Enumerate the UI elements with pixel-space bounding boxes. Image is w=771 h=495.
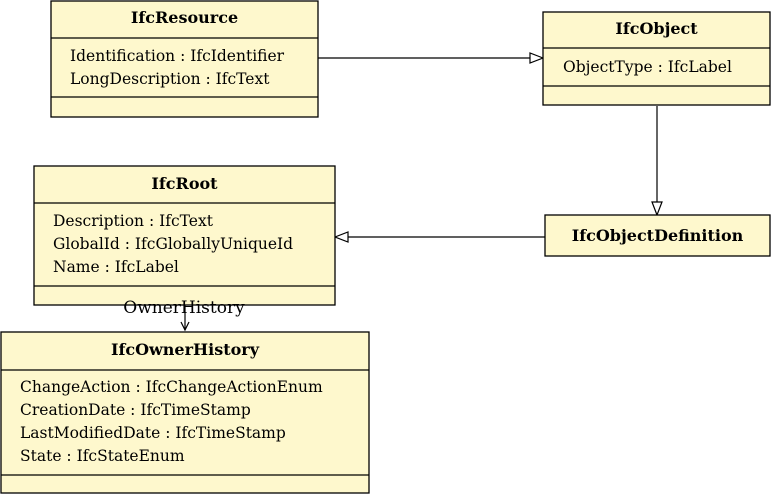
hollow-arrowhead-icon <box>651 201 663 217</box>
class-name: IfcResource <box>131 8 238 27</box>
attribute: LongDescription : IfcText <box>70 70 270 88</box>
class-name: IfcOwnerHistory <box>111 340 260 359</box>
open-arrowhead-icon <box>180 321 190 332</box>
association-ownerhistory <box>180 305 190 332</box>
attribute: ChangeAction : IfcChangeActionEnum <box>20 378 323 396</box>
class-ifc-object-definition: IfcObjectDefinition <box>544 214 771 257</box>
class-ifc-root: IfcRoot Description : IfcText GlobalId :… <box>33 165 336 306</box>
association-label: OwnerHistory <box>123 298 245 318</box>
hollow-arrowhead-icon <box>529 52 545 64</box>
hollow-arrowhead-icon <box>333 231 349 243</box>
class-ifc-owner-history: IfcOwnerHistory ChangeAction : IfcChange… <box>0 331 370 494</box>
class-name: IfcRoot <box>151 174 218 193</box>
attribute: Name : IfcLabel <box>53 258 179 276</box>
class-name: IfcObject <box>615 19 698 38</box>
attribute: ObjectType : IfcLabel <box>563 58 732 76</box>
attribute: Identification : IfcIdentifier <box>70 47 285 65</box>
attribute: CreationDate : IfcTimeStamp <box>20 401 251 419</box>
class-name: IfcObjectDefinition <box>572 226 744 245</box>
class-ifc-resource: IfcResource Identification : IfcIdentifi… <box>50 0 319 118</box>
generalization-objectdefinition-to-root <box>333 231 545 243</box>
attribute: Description : IfcText <box>53 212 214 230</box>
generalization-object-to-objectdefinition <box>651 106 663 217</box>
generalization-resource-to-object <box>318 52 545 64</box>
attribute: GlobalId : IfcGloballyUniqueId <box>53 235 293 253</box>
class-ifc-object: IfcObject ObjectType : IfcLabel <box>542 11 771 106</box>
attribute: LastModifiedDate : IfcTimeStamp <box>20 424 286 442</box>
attribute: State : IfcStateEnum <box>20 447 185 465</box>
